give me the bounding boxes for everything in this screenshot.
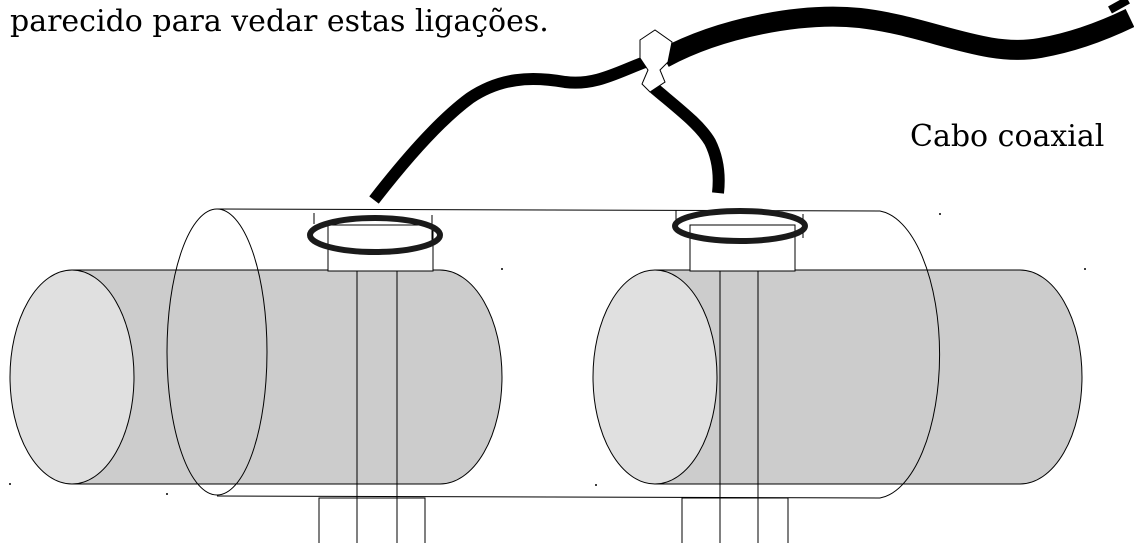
left-cylinder bbox=[9, 269, 503, 485]
coaxial-cable-label: Cabo coaxial bbox=[910, 119, 1105, 154]
coaxial-cables bbox=[369, 0, 1134, 204]
splice-connector bbox=[639, 29, 673, 93]
right-base-block bbox=[681, 497, 789, 543]
sleeve-left-end bbox=[166, 208, 268, 496]
cable-splice-joint bbox=[639, 29, 673, 93]
sleeve-top-edge bbox=[216, 208, 881, 212]
right-cylinder-end-cap bbox=[592, 269, 718, 485]
right-branch-cable bbox=[650, 83, 725, 194]
caption-text: parecido para vedar estas ligações. bbox=[10, 4, 549, 39]
main-coaxial-cable bbox=[659, 6, 1134, 67]
stray-dots bbox=[9, 213, 1086, 495]
left-branch-cable bbox=[369, 56, 648, 204]
left-seal-ring bbox=[307, 215, 443, 255]
left-cylinder-body bbox=[71, 269, 503, 485]
left-connector bbox=[307, 213, 443, 543]
right-cylinder-body bbox=[654, 269, 1083, 485]
left-base-block bbox=[318, 497, 426, 543]
right-connector bbox=[672, 208, 808, 543]
right-connector-block bbox=[689, 224, 796, 272]
sleeve-right-end bbox=[879, 210, 941, 499]
left-cylinder-end-cap bbox=[9, 269, 135, 485]
cable-top-hook bbox=[1108, 0, 1130, 14]
right-cylinder bbox=[592, 269, 1083, 485]
right-seal-ring bbox=[672, 208, 808, 244]
